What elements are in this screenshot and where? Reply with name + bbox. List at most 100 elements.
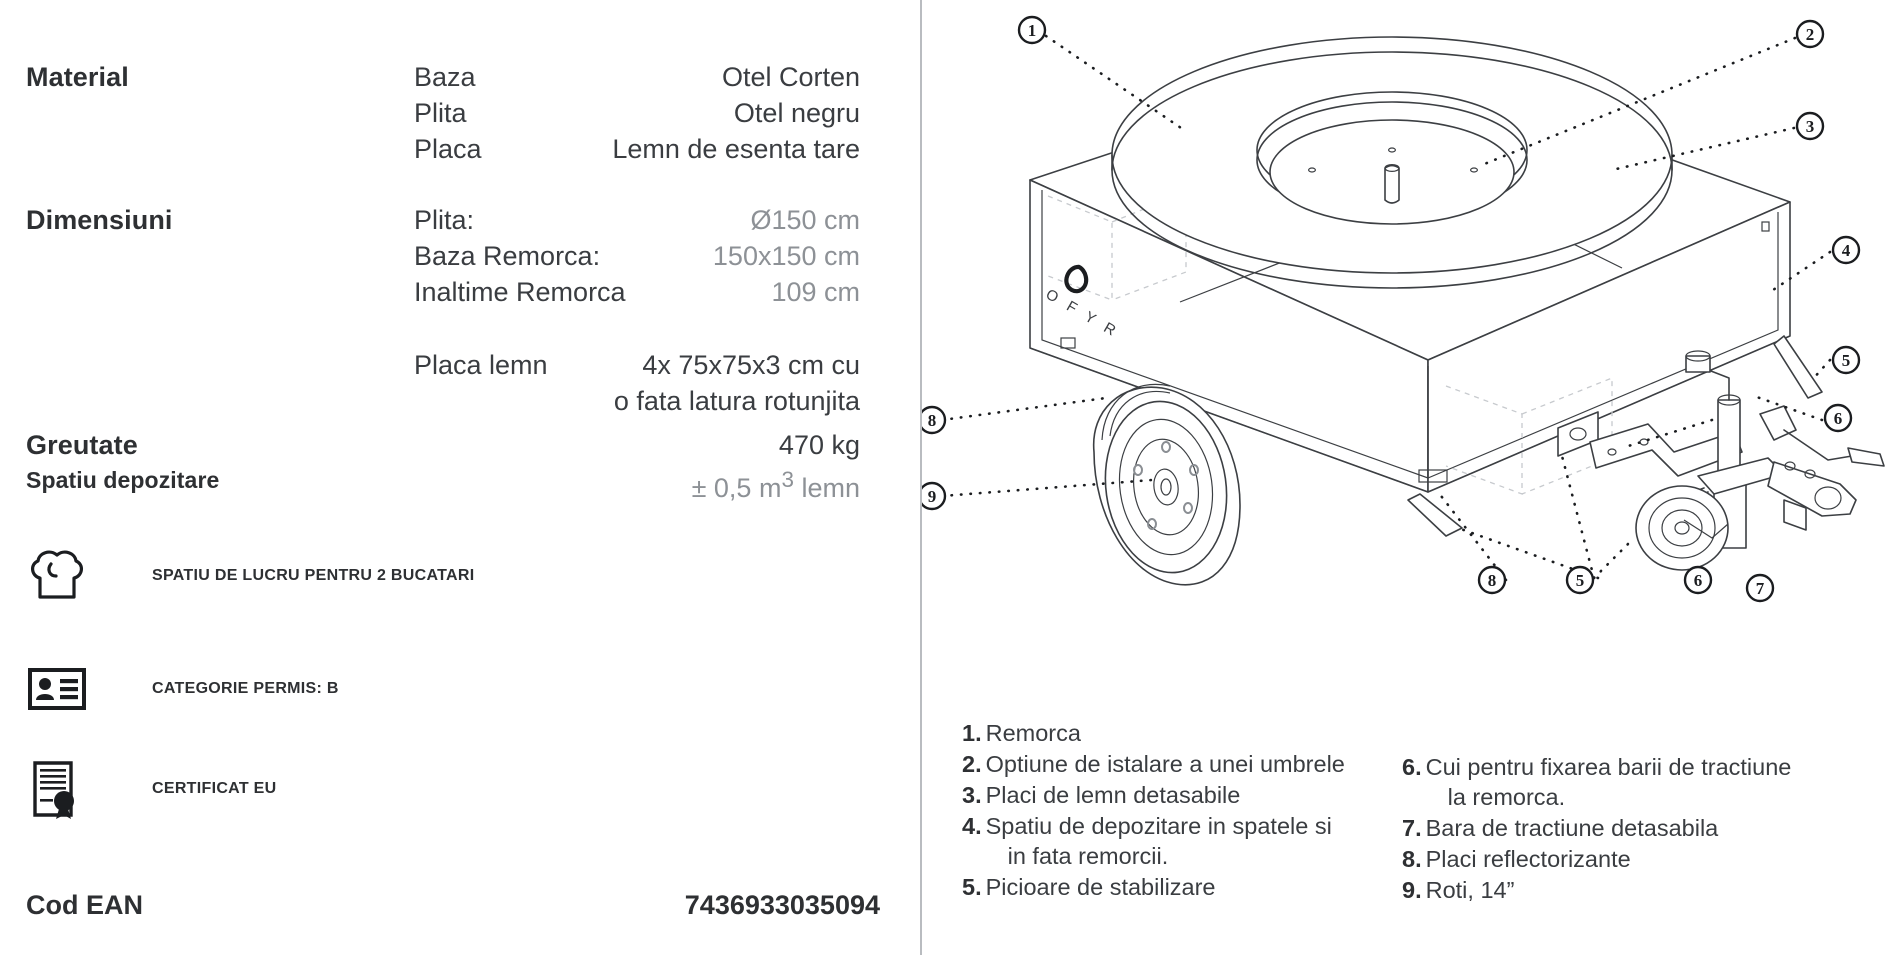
svg-text:5: 5 — [1576, 571, 1585, 590]
driving-licence-icon — [26, 658, 88, 720]
specifications-panel: Material Baza Otel Corten Plita Otel neg… — [0, 0, 900, 955]
callout-7: 7 — [1745, 573, 1775, 603]
spec-value-inaltime-remorca: 109 cm — [771, 277, 860, 307]
storage-value-sup: 3 — [781, 467, 794, 492]
legend-number: 1. — [962, 720, 982, 746]
legend-text-line1: Cui pentru fixarea barii de tractiune — [1425, 754, 1792, 780]
callout-6-right: 6 — [1823, 403, 1853, 433]
storage-value-prefix: ± 0,5 m — [691, 473, 782, 503]
legend-column-2: 6. Cui pentru fixarea barii de tractiune… — [1402, 752, 1872, 906]
ean-value: 7436933035094 — [684, 890, 880, 920]
legend-text: Placi de lemn detasabile — [985, 782, 1241, 808]
callout-6-bottom: 6 — [1683, 565, 1713, 595]
badge-driving-licence: CATEGORIE PERMIS: B — [26, 658, 339, 720]
callout-3: 3 — [1795, 111, 1825, 141]
callout-9: 9 — [922, 481, 947, 511]
spec-sub-inaltime-remorca: Inaltime Remorca — [414, 277, 626, 307]
ean-label: Cod EAN — [26, 890, 143, 920]
legend: 1. Remorca 2. Optiune de istalare a unei… — [922, 718, 1900, 955]
svg-text:1: 1 — [1028, 21, 1037, 40]
spec-value-spatiu-depozitare: ± 0,5 m3 lemn — [692, 467, 860, 504]
spec-sub-baza-remorca: Baza Remorca: — [414, 241, 601, 271]
spec-label-material: Material — [26, 62, 129, 92]
legend-item: 5. Picioare de stabilizare — [962, 872, 1392, 902]
legend-item: 9. Roti, 14” — [1402, 875, 1872, 905]
legend-item: 1. Remorca — [962, 718, 1392, 748]
callout-2: 2 — [1795, 19, 1825, 49]
badge-label-work-space: SPATIU DE LUCRU PENTRU 2 BUCATARI — [152, 567, 475, 584]
legend-number: 3. — [962, 782, 982, 808]
spec-value-placa: Lemn de esenta tare — [612, 134, 860, 164]
legend-text: Cui pentru fixarea barii de tractiune la … — [1426, 752, 1792, 812]
spec-sub-placa-lemn: Placa lemn — [414, 350, 548, 380]
illustration-panel: .ln{fill:none;stroke:#3c3f43;stroke-widt… — [922, 0, 1900, 955]
callout-8-left: 8 — [922, 405, 947, 435]
legend-item: 3. Placi de lemn detasabile — [962, 780, 1392, 810]
svg-text:7: 7 — [1756, 579, 1765, 598]
legend-number: 2. — [962, 751, 982, 777]
legend-text-line1: Spatiu de depozitare in spatele si — [985, 813, 1332, 839]
legend-text-line2: la remorca. — [1447, 784, 1566, 810]
legend-text: Optiune de istalare a unei umbrele — [985, 751, 1345, 777]
legend-number: 6. — [1402, 754, 1422, 780]
callout-8-bottom: 8 — [1477, 565, 1507, 595]
spec-label-dimensiuni: Dimensiuni — [26, 205, 173, 235]
callout-5-bottom: 5 — [1565, 565, 1595, 595]
badge-work-space: SPATIU DE LUCRU PENTRU 2 BUCATARI — [26, 545, 475, 607]
legend-item: 4. Spatiu de depozitare in spatele si in … — [962, 811, 1392, 871]
legend-text: Bara de tractiune detasabila — [1425, 815, 1719, 841]
legend-number: 8. — [1402, 846, 1422, 872]
legend-number: 7. — [1402, 815, 1422, 841]
spec-value-baza-remorca: 150x150 cm — [712, 241, 860, 271]
legend-item: 2. Optiune de istalare a unei umbrele — [962, 749, 1392, 779]
callout-leader-lines — [940, 34, 1832, 582]
tow-bar-assembly — [1589, 350, 1885, 571]
svg-text:3: 3 — [1806, 117, 1815, 136]
svg-text:4: 4 — [1842, 241, 1851, 260]
legend-column-1: 1. Remorca 2. Optiune de istalare a unei… — [962, 718, 1392, 903]
legend-number: 9. — [1402, 877, 1422, 903]
spec-value-baza: Otel Corten — [721, 62, 860, 92]
certificate-icon — [26, 758, 88, 820]
legend-text: Picioare de stabilizare — [985, 874, 1216, 900]
callout-1: 1 — [1017, 15, 1047, 45]
svg-text:6: 6 — [1834, 409, 1843, 428]
badge-label-certificate: CERTIFICAT EU — [152, 780, 277, 797]
svg-text:8: 8 — [1488, 571, 1497, 590]
stabiliser-legs — [1407, 335, 1823, 537]
legend-text-line2: in fata remorcii. — [1007, 843, 1169, 869]
spec-sub-plita: Plita — [414, 98, 467, 128]
legend-text: Remorca — [985, 720, 1081, 746]
spec-value-placa-lemn-cont: o fata latura rotunjita — [613, 386, 860, 416]
spec-sub-baza: Baza — [414, 62, 476, 92]
legend-text: Placi reflectorizante — [1425, 846, 1631, 872]
legend-text: Spatiu de depozitare in spatele si in fat… — [986, 811, 1332, 871]
svg-text:6: 6 — [1694, 571, 1703, 590]
legend-item: 8. Placi reflectorizante — [1402, 844, 1872, 874]
callout-5-right: 5 — [1831, 345, 1861, 375]
trailer-technical-drawing: .ln{fill:none;stroke:#3c3f43;stroke-widt… — [922, 0, 1900, 720]
badge-label-driving-licence: CATEGORIE PERMIS: B — [152, 680, 339, 697]
callout-bubbles: 1 2 3 4 5 6 8 9 8 5 6 7 — [922, 15, 1861, 603]
spec-value-plita: Otel negru — [733, 98, 860, 128]
storage-compartment-outline — [1047, 191, 1613, 495]
legend-number: 5. — [962, 874, 982, 900]
spec-sub-placa: Placa — [414, 134, 482, 164]
svg-text:9: 9 — [928, 487, 937, 506]
legend-text: Roti, 14” — [1425, 877, 1515, 903]
svg-text:8: 8 — [928, 411, 937, 430]
badge-certificate: CERTIFICAT EU — [26, 758, 277, 820]
storage-value-suffix: lemn — [793, 473, 860, 503]
spec-value-greutate: 470 kg — [778, 430, 860, 460]
panel-divider — [920, 0, 922, 955]
legend-item: 6. Cui pentru fixarea barii de tractiune… — [1402, 752, 1872, 812]
legend-number: 4. — [962, 813, 982, 839]
svg-text:5: 5 — [1842, 351, 1851, 370]
spec-sub-dim-plita: Plita: — [414, 205, 475, 235]
round-cooking-plate — [1111, 36, 1673, 289]
legend-item: 7. Bara de tractiune detasabila — [1402, 813, 1872, 843]
spec-label-spatiu-depozitare: Spatiu depozitare — [26, 467, 220, 493]
spec-value-placa-lemn: 4x 75x75x3 cm cu — [642, 350, 860, 380]
callout-4: 4 — [1831, 235, 1861, 265]
